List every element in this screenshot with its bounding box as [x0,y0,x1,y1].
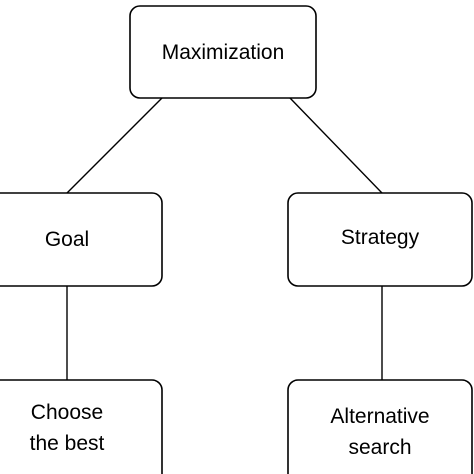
node-choose-the-best-box [0,379,163,474]
edge-root-strategy [289,97,383,194]
node-alternative-search-label-line-1: Alternative [330,405,429,428]
node-maximization: Maximization [129,5,317,99]
node-alternative-search-box [287,379,473,474]
node-goal-label: Goal [45,228,89,251]
node-choose-the-best-label-line-2: the best [30,432,105,455]
edge-root-goal [66,97,163,194]
node-strategy-box [287,192,473,287]
node-strategy-label: Strategy [341,226,420,249]
node-choose-the-best-label-line-1: Choose [31,401,103,424]
node-strategy: Strategy [287,192,473,287]
node-goal-box [0,192,163,287]
node-choose-the-best: Choose the best [0,379,163,474]
node-maximization-box [129,5,317,99]
node-alternative-search: Alternative search [287,379,473,474]
node-alternative-search-label-line-2: search [348,436,411,459]
node-goal: Goal [0,192,163,287]
node-maximization-label: Maximization [162,41,285,64]
